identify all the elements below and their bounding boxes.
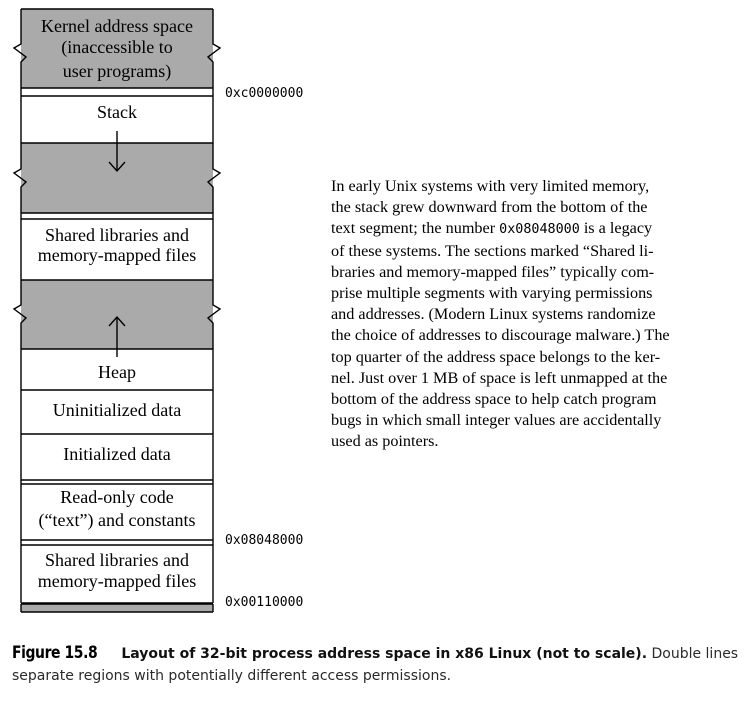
region-label: memory-mapped files	[38, 571, 196, 591]
region-fill	[21, 219, 213, 280]
paragraph-line-part: text segment; the number	[331, 219, 500, 238]
region-label: Stack	[97, 102, 137, 122]
region-side-break	[12, 143, 28, 213]
figure-number: Figure 15.8	[12, 643, 98, 663]
figure-caption: Figure 15.8 Layout of 32-bit process add…	[12, 642, 742, 687]
paragraph-line: used as pointers.	[331, 432, 439, 451]
region-label: Read-only code	[60, 487, 173, 507]
paragraph-line: In early Unix systems with very limited …	[331, 177, 650, 195]
region-label: Kernel address space	[41, 16, 193, 36]
region-label: Shared libraries and	[45, 225, 189, 245]
region-fill	[21, 484, 213, 540]
region-label: memory-mapped files	[38, 245, 196, 265]
address-label: 0x08048000	[225, 533, 303, 548]
address-space-diagram: Kernel address space(inaccessible to user…	[12, 8, 303, 613]
paragraph-line: the choice of addresses to discourage ma…	[331, 326, 670, 345]
region-label: Uninitialized data	[53, 400, 181, 420]
paragraph-line-part: is a legacy	[579, 219, 653, 238]
explanatory-paragraph: In early Unix systems with very limited …	[331, 176, 731, 453]
region-label: (“text”) and constants	[39, 510, 196, 531]
region-fill	[21, 9, 213, 88]
paragraph-line: bottom of the address space to help catc…	[331, 390, 657, 409]
caption-text: Double lines separate regions with poten…	[12, 646, 739, 684]
paragraph-line: the stack grew downward from the bottom …	[331, 198, 648, 217]
address-label: 0xc0000000	[225, 86, 303, 101]
region-fill	[21, 604, 213, 612]
region-label: Initialized data	[63, 444, 170, 464]
region-label: Heap	[98, 362, 136, 382]
region-side-break	[12, 9, 28, 88]
paragraph-line: and addresses. (Modern Linux systems ran…	[331, 305, 656, 324]
paragraph-line: bugs in which small integer values are a…	[331, 411, 662, 430]
paragraph-line: of these systems. The sections marked “S…	[331, 241, 654, 260]
region-side-break	[206, 280, 222, 349]
figure-title: Layout of 32-bit process address space i…	[121, 646, 648, 662]
paragraph-line: text segment; the number 0x08048000 is a…	[331, 218, 731, 240]
paragraph-line: nel. Just over 1 MB of space is left unm…	[331, 368, 668, 387]
region-label: user programs)	[63, 61, 171, 82]
region-fill	[21, 434, 213, 480]
paragraph-line: top quarter of the address space belongs…	[331, 347, 661, 366]
region-fill	[21, 545, 213, 603]
address-code: 0x08048000	[499, 222, 580, 238]
region-side-break	[206, 9, 222, 88]
region-label: Shared libraries and	[45, 550, 189, 570]
region-fill	[21, 390, 213, 434]
region-side-break	[12, 280, 28, 349]
arrow-up-icon	[108, 315, 126, 327]
arrow-down-icon	[108, 161, 126, 173]
address-label: 0x00110000	[225, 595, 303, 610]
paragraph-line: prise multiple segments with varying per…	[331, 284, 653, 303]
region-side-break	[206, 143, 222, 213]
paragraph-line: braries and memory-mapped files” typical…	[331, 262, 655, 281]
region-label: (inaccessible to	[61, 37, 172, 58]
